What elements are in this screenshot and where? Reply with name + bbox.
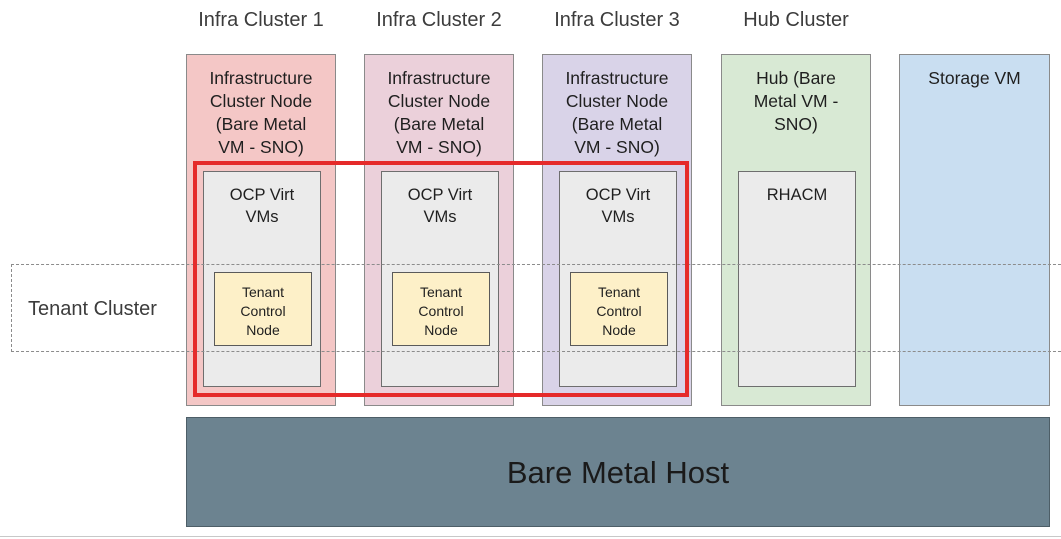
- node-title: Infrastructure Cluster Node (Bare Metal …: [387, 68, 491, 157]
- storage-vm: Storage VM: [899, 54, 1050, 406]
- tenant-cluster-boundary: [11, 264, 1061, 352]
- ocp-virt-highlight-box: [193, 161, 689, 397]
- node-title: Infrastructure Cluster Node (Bare Metal …: [565, 68, 669, 157]
- tenant-control-node-label: Tenant Control Node: [596, 284, 642, 338]
- bare-metal-host-label: Bare Metal Host: [506, 455, 730, 490]
- storage-vm-label: Storage VM: [928, 68, 1021, 88]
- tenant-cluster-label: Tenant Cluster: [28, 298, 157, 320]
- bare-metal-host: Bare Metal Host: [186, 417, 1050, 527]
- ocp-virt-vms-label: OCP Virt VMs: [585, 186, 651, 226]
- tenant-control-node-label: Tenant Control Node: [418, 284, 464, 338]
- tenant-control-node-label: Tenant Control Node: [240, 284, 286, 338]
- tenant-control-node: Tenant Control Node: [392, 272, 490, 346]
- column-label-infra-cluster-3: Infra Cluster 3: [554, 9, 680, 31]
- tenant-control-node: Tenant Control Node: [214, 272, 312, 346]
- column-label-hub-cluster: Hub Cluster: [743, 9, 849, 31]
- divider: [0, 536, 1061, 537]
- ocp-virt-vms-label: OCP Virt VMs: [407, 186, 473, 226]
- hub-cluster-node: Hub (Bare Metal VM - SNO) RHACM: [721, 54, 871, 406]
- column-label-infra-cluster-2: Infra Cluster 2: [376, 9, 502, 31]
- column-label-infra-cluster-1: Infra Cluster 1: [198, 9, 324, 31]
- ocp-virt-vms-label: OCP Virt VMs: [229, 186, 295, 226]
- rhacm-label: RHACM: [766, 186, 828, 204]
- node-title: Hub (Bare Metal VM - SNO): [753, 68, 839, 134]
- node-title: Infrastructure Cluster Node (Bare Metal …: [209, 68, 313, 157]
- tenant-control-node: Tenant Control Node: [570, 272, 668, 346]
